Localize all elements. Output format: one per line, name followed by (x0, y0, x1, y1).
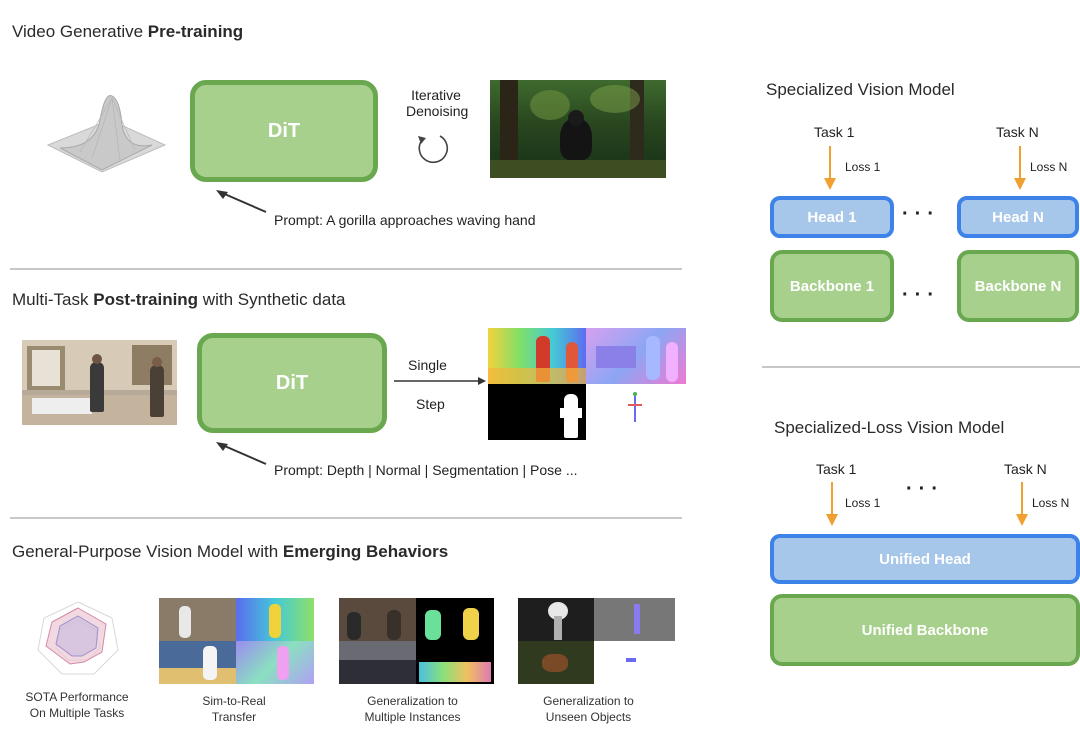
lossN-label: Loss N (1032, 496, 1070, 510)
backbone1-label: Backbone 1 (789, 277, 875, 295)
section-title-general-purpose: General-Purpose Vision Model with Emergi… (12, 542, 448, 562)
iterative-line2: Denoising (406, 103, 469, 119)
divider-1 (10, 268, 682, 270)
taskN-label: Task N (1004, 461, 1047, 477)
caption-line1: Sim-to-Real (202, 694, 266, 708)
single-label: Single (408, 357, 447, 373)
unified-backbone-box: Unified Backbone (770, 594, 1080, 666)
iterative-denoising-label: Iterative Denoising (406, 87, 469, 119)
task1-label: Task 1 (814, 124, 855, 140)
divider-right (762, 366, 1080, 368)
title-regular: Video Generative (12, 22, 148, 41)
backbone1-box: Backbone 1 (770, 250, 894, 322)
title-bold: Pre-training (147, 22, 244, 41)
caption-line2: On Multiple Tasks (29, 706, 125, 720)
dots-tasks: ··· (906, 478, 944, 500)
single-step-arrow-icon (394, 377, 486, 385)
unified-backbone-label: Unified Backbone (861, 621, 989, 639)
backboneN-label: Backbone N (974, 277, 1062, 295)
unified-head-box: Unified Head (770, 534, 1080, 584)
room-photo-input (22, 340, 177, 425)
sim-to-real-image (159, 598, 314, 684)
headN-label: Head N (992, 208, 1044, 226)
loss1-label: Loss 1 (845, 160, 881, 174)
loss1-label: Loss 1 (845, 496, 881, 510)
prompt-arrow-icon (216, 442, 267, 465)
caption-line1: Generalization to (543, 694, 634, 708)
dit-box-pretraining: DiT (190, 80, 378, 182)
depth-output-image (488, 328, 586, 384)
gorilla-video-frame (490, 80, 666, 178)
dit-label: DiT (267, 119, 301, 142)
orange-arrow-icon (824, 146, 836, 190)
normal-output-image (586, 328, 686, 384)
orange-arrow-icon (826, 482, 838, 526)
prompt-pretraining: Prompt: A gorilla approaches waving hand (274, 212, 536, 228)
caption-line2: Unseen Objects (545, 710, 632, 724)
section-title-pretraining: Video Generative Pre-training (12, 22, 243, 42)
dots-backbones: ··· (902, 284, 940, 306)
caption-line1: SOTA Performance (25, 690, 129, 704)
radar-chart-image (37, 601, 119, 675)
dit-box-posttraining: DiT (197, 333, 387, 433)
prompt-posttraining: Prompt: Depth | Normal | Segmentation | … (274, 462, 578, 478)
gaussian-surface-image (46, 95, 167, 173)
task1-label: Task 1 (816, 461, 857, 477)
title-regular: General-Purpose Vision Model with (12, 542, 283, 561)
caption-sota: SOTA Performance On Multiple Tasks (18, 689, 136, 721)
title-regular: Multi-Task (12, 290, 94, 309)
specialized-loss-title: Specialized-Loss Vision Model (774, 418, 1005, 437)
pose-output-image (586, 384, 686, 440)
orange-arrow-icon (1014, 146, 1026, 190)
caption-unseen-objects: Generalization to Unseen Objects (526, 693, 651, 725)
caption-line1: Generalization to (367, 694, 458, 708)
headN-box: Head N (957, 196, 1079, 238)
specialized-title: Specialized Vision Model (766, 80, 955, 99)
title-suffix: with Synthetic data (198, 290, 346, 309)
head1-box: Head 1 (770, 196, 894, 238)
caption-line2: Multiple Instances (364, 710, 461, 724)
section-title-posttraining: Multi-Task Post-training with Synthetic … (12, 290, 346, 310)
title-bold: Emerging Behaviors (282, 542, 449, 561)
prompt-arrow-icon (216, 190, 267, 213)
head1-label: Head 1 (807, 208, 857, 226)
dots-heads: ··· (902, 203, 940, 225)
divider-2 (10, 517, 682, 519)
orange-arrow-icon (1016, 482, 1028, 526)
unified-head-label: Unified Head (879, 550, 971, 568)
lossN-label: Loss N (1030, 160, 1068, 174)
caption-line2: Transfer (211, 710, 257, 724)
iterative-line1: Iterative (411, 87, 461, 103)
dit-label: DiT (275, 371, 309, 394)
taskN-label: Task N (996, 124, 1039, 140)
loop-arrow-icon (418, 135, 449, 164)
segmentation-output-image (488, 384, 586, 440)
title-bold: Post-training (93, 290, 199, 309)
step-label: Step (416, 396, 445, 412)
backboneN-box: Backbone N (957, 250, 1079, 322)
unseen-objects-image (518, 598, 675, 684)
caption-sim-to-real: Sim-to-Real Transfer (175, 693, 293, 725)
multiple-instances-image (339, 598, 494, 684)
caption-multiple-instances: Generalization to Multiple Instances (350, 693, 475, 725)
